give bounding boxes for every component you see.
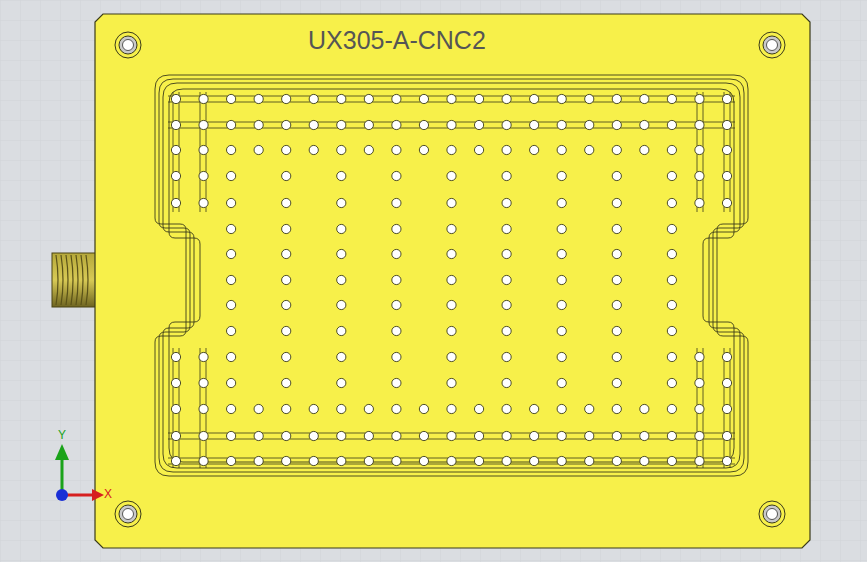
axis-label: X [104, 487, 112, 501]
axis-triad [55, 444, 104, 501]
vacuum-pocket [155, 75, 748, 476]
axis-label: Y [58, 428, 66, 442]
vacuum-holes [171, 94, 731, 465]
base-plate [95, 14, 810, 548]
vacuum-fitting [52, 253, 96, 307]
vacuum-grooves [168, 92, 735, 468]
mounting-holes [115, 32, 785, 527]
part-number: UX305-A-CNC2 [308, 26, 486, 55]
